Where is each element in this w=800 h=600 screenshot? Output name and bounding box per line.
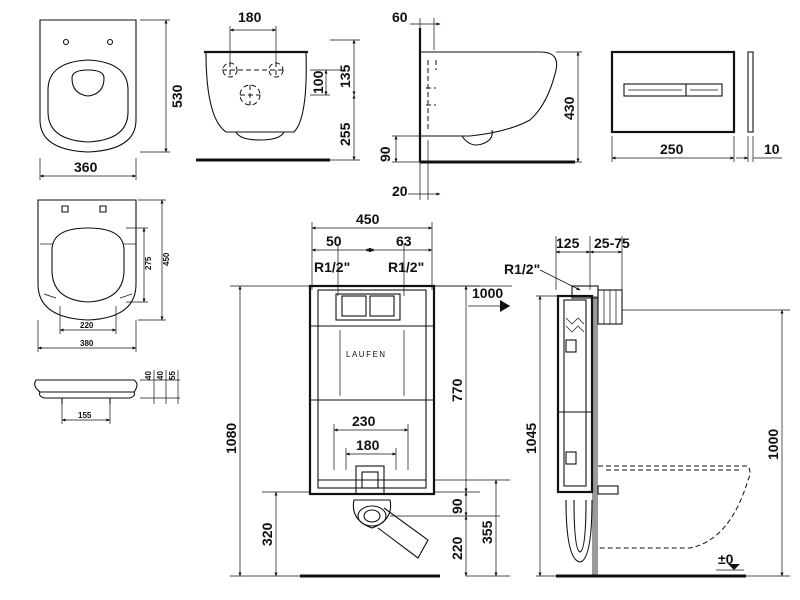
dim-frame-1080: 1080 <box>223 423 239 454</box>
thread-left: R1/2" <box>314 259 350 275</box>
toilet-side-view <box>392 18 582 200</box>
frame-side-view <box>536 236 790 578</box>
dim-seatplan-220: 220 <box>80 321 94 330</box>
dim-frame-63: 63 <box>396 233 412 249</box>
dim-side-frame-25-75: 25-75 <box>594 235 630 251</box>
dim-frame-top-1000: 1000 <box>472 285 503 301</box>
seat-side-view <box>34 370 180 424</box>
dim-seatside-155: 155 <box>78 411 92 420</box>
dim-frame-180: 180 <box>356 437 380 453</box>
dim-plate-width: 250 <box>660 141 684 157</box>
dim-frame-50: 50 <box>326 233 342 249</box>
dim-frame-770: 770 <box>449 378 465 402</box>
dim-frame-230: 230 <box>352 413 376 429</box>
dim-side-60: 60 <box>392 9 408 25</box>
dim-frame-220: 220 <box>449 536 465 560</box>
flush-plate-view <box>610 50 782 162</box>
dim-front-100: 100 <box>310 70 326 94</box>
dim-frame-90: 90 <box>449 498 465 514</box>
dim-frame-width: 450 <box>356 211 380 227</box>
dim-seat-depth: 530 <box>169 84 185 108</box>
dim-seatplan-275: 275 <box>144 256 153 270</box>
dim-plate-depth: 10 <box>764 141 780 157</box>
dim-side-20: 20 <box>392 183 408 199</box>
dim-seatside-40a: 40 <box>144 371 153 380</box>
dim-side-frame-1045: 1045 <box>523 423 539 454</box>
dim-side-frame-125: 125 <box>556 235 580 251</box>
dim-side-90: 90 <box>377 146 393 162</box>
dim-seatside-40b: 40 <box>156 371 165 380</box>
floor-zero-label: ±0 <box>718 551 734 567</box>
dim-side-430: 430 <box>561 96 577 120</box>
dim-seatplan-450: 450 <box>162 252 171 266</box>
dim-holes-width: 180 <box>238 9 262 25</box>
dim-seatplan-380: 380 <box>80 339 94 348</box>
seat-plan-view <box>37 199 166 352</box>
dim-frame-355: 355 <box>479 520 495 544</box>
thread-right: R1/2" <box>388 259 424 275</box>
dim-seat-width: 360 <box>74 159 98 175</box>
frame-front-view <box>230 222 512 578</box>
thread-side: R1/2" <box>504 261 540 277</box>
brand-label: LAUFEN <box>346 350 387 359</box>
dim-seatside-55: 55 <box>168 371 177 380</box>
dim-side-frame-1000: 1000 <box>765 429 781 460</box>
toilet-front-view <box>196 26 360 162</box>
dim-front-255: 255 <box>337 122 353 146</box>
toilet-top-view <box>39 19 170 180</box>
dim-front-135: 135 <box>337 64 353 88</box>
dim-frame-320: 320 <box>259 522 275 546</box>
